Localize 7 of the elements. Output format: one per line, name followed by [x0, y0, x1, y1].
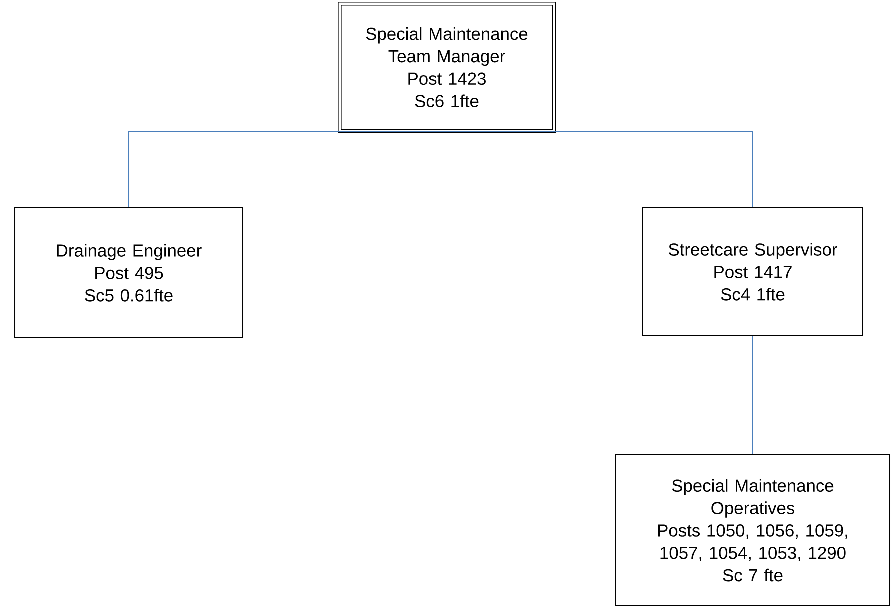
connector-line — [128, 131, 448, 208]
connector-line — [446, 131, 754, 208]
position-box: Special Maintenance Team Manager Post 1423 Sc6 1fte — [338, 2, 556, 133]
position-box: Special Maintenance Operatives Posts 1050, 1056, 1059, 1057, 1054, 1053, 1290 Sc 7 fte — [616, 454, 890, 606]
position-box: Streetcare Supervisor Post 1417 Sc4 1fte — [642, 208, 864, 336]
position-box: Drainage Engineer Post 495 Sc5 0.61fte — [14, 208, 244, 338]
connector-line — [752, 336, 754, 455]
